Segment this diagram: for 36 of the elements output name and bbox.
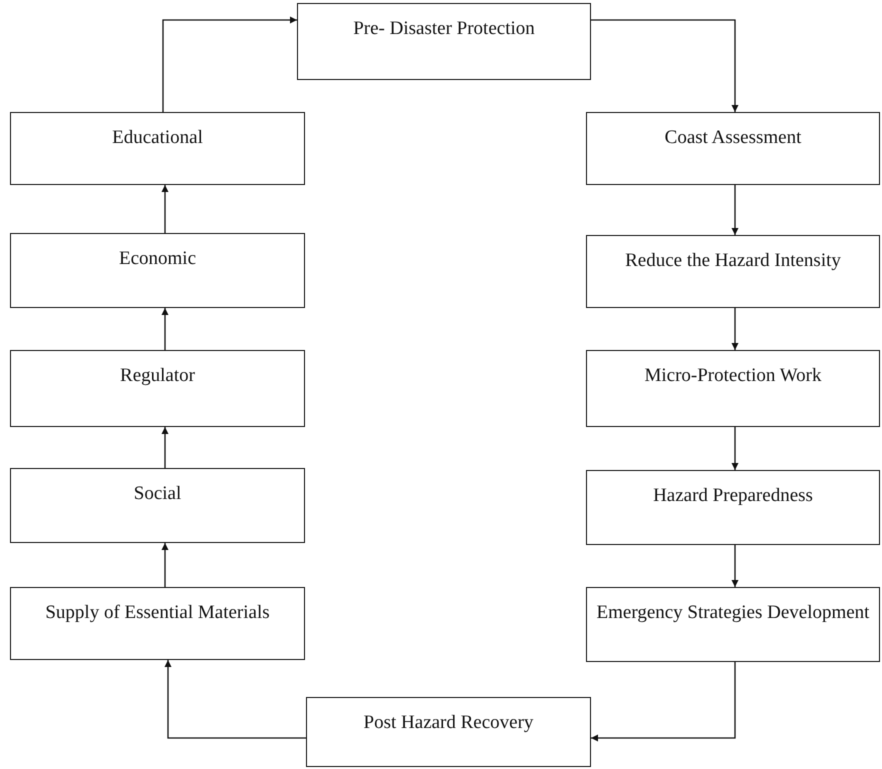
box-label: Regulator: [120, 364, 195, 388]
process-box: [10, 468, 305, 543]
arrow: [732, 308, 738, 350]
box-label: Educational: [112, 126, 203, 150]
arrow: [732, 185, 738, 235]
process-box: [586, 235, 880, 308]
box-label: Pre- Disaster Protection: [353, 17, 535, 41]
process-box: [10, 350, 305, 427]
arrow: [162, 308, 168, 350]
box-label: Post Hazard Recovery: [364, 711, 534, 735]
process-box: [10, 587, 305, 660]
process-box: [586, 350, 880, 427]
arrow: [732, 545, 738, 587]
process-box: [586, 112, 880, 185]
box-label: Economic: [118, 247, 196, 271]
process-box: [10, 112, 305, 185]
box-label: Reduce the Hazard Intensity: [625, 249, 841, 273]
box-label: Emergency Strategies Development: [596, 601, 870, 625]
arrow: [162, 16, 297, 112]
process-box: [10, 233, 305, 308]
arrow: [732, 427, 738, 470]
box-label: Hazard Preparedness: [653, 484, 813, 508]
arrow: [591, 662, 736, 742]
box-label: Micro-Protection Work: [644, 364, 822, 388]
process-box: [306, 697, 591, 767]
arrow: [162, 185, 168, 233]
arrow: [162, 427, 168, 468]
box-label: Social: [134, 482, 182, 506]
arrow: [162, 543, 168, 587]
box-label: Supply of Essential Materials: [45, 601, 270, 625]
arrow: [591, 19, 738, 112]
process-box: [586, 470, 880, 545]
box-label: Coast Assessment: [664, 126, 802, 150]
process-box: [586, 587, 880, 662]
process-box: [297, 3, 591, 80]
arrow: [164, 660, 306, 739]
